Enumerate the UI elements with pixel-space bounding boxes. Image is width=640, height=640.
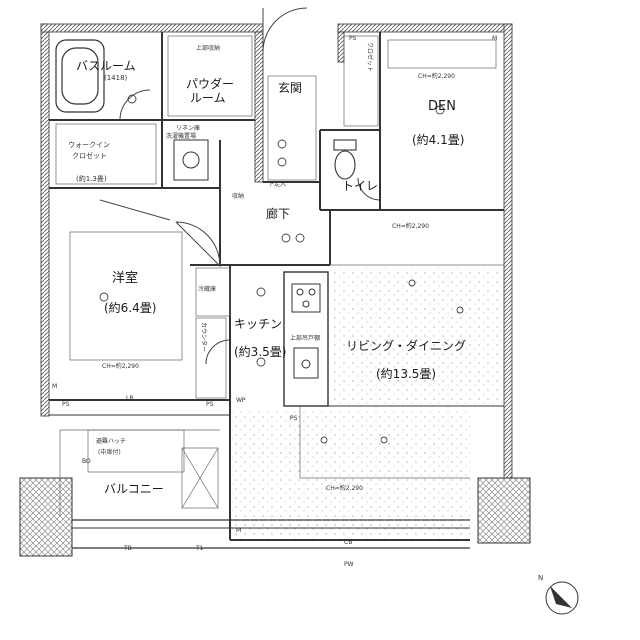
label-ps: PS (349, 35, 357, 42)
label-cb: CB (344, 539, 352, 546)
label-powder-room-2: ルーム (190, 91, 226, 105)
label-counter-above: 上部吊戸棚 (290, 334, 320, 342)
label-m-2: M (52, 383, 57, 390)
label-toilet: トイレ (342, 179, 378, 193)
label-ch-west: CH=約2,290 (102, 362, 139, 370)
label-m: M (492, 35, 497, 42)
label-closet-vertical: クロゼット (366, 42, 374, 72)
label-entrance: 玄関 (278, 80, 302, 95)
label-shoe-box: 下足入 (268, 181, 286, 188)
label-tb: TB (123, 545, 132, 552)
label-ps-4: PS (290, 415, 298, 422)
label-bo: BO (82, 458, 91, 465)
label-living-dining: リビング・ダイニング (346, 338, 466, 353)
label-pw: PW (344, 561, 354, 568)
label-ch-den: CH=約2,290 (418, 72, 455, 80)
label-ch-ld: CH=約2,290 (326, 484, 363, 492)
label-bathroom-size: (1418) (104, 74, 128, 82)
label-kitchen-size: (約3.5畳) (234, 344, 286, 359)
outer-walls (40, 23, 513, 481)
bathtub (55, 39, 105, 113)
label-fridge: 冷蔵庫 (198, 285, 216, 293)
label-upper-storage: 上部収納 (196, 44, 220, 52)
label-linen: リネン庫 (176, 124, 200, 132)
doors (99, 7, 381, 365)
sink (173, 139, 209, 181)
label-ps-3: PS (206, 401, 214, 408)
label-wp: WP (236, 397, 246, 404)
label-counter: カウンター (200, 322, 208, 352)
label-storage: 収納 (232, 192, 244, 200)
label-den: DEN (428, 99, 456, 114)
stove (291, 283, 321, 313)
label-ps-2: PS (62, 401, 70, 408)
balcony-grids (19, 477, 531, 557)
label-lb: LB (126, 395, 133, 402)
label-ch-hall: CH=約2,290 (392, 222, 429, 230)
label-balcony: バルコニー (104, 482, 164, 496)
toilet-fixture (333, 139, 357, 180)
label-walkin-closet-2: クロゼット (72, 151, 107, 160)
north-arrow: N (538, 574, 579, 615)
label-t1: T1 (195, 545, 204, 552)
label-western-room-size: (約6.4畳) (104, 300, 156, 315)
ceiling-lights (99, 94, 464, 444)
label-den-size: (約4.1畳) (412, 132, 464, 147)
label-bathroom: バスルーム (76, 59, 136, 73)
north-arrow-label: N (538, 574, 543, 582)
label-hatch-sub: (中扉付) (98, 448, 121, 456)
label-kitchen: キッチン (234, 317, 282, 331)
label-hallway: 廊下 (266, 206, 290, 221)
label-walkin-closet-1: ウォークイン (68, 141, 110, 149)
label-western-room: 洋室 (112, 270, 138, 286)
living-floor-texture (232, 410, 470, 538)
label-walkin-closet-size: (約1.3畳) (76, 174, 107, 183)
kitchen-sink (293, 347, 319, 379)
label-m-3: M (236, 527, 241, 534)
label-washer-stand: 洗濯機置場 (166, 132, 196, 140)
label-powder-room-1: パウダー (186, 76, 234, 91)
label-hatch: 避難ハッチ (96, 437, 126, 445)
label-living-dining-size: (約13.5畳) (376, 366, 436, 381)
